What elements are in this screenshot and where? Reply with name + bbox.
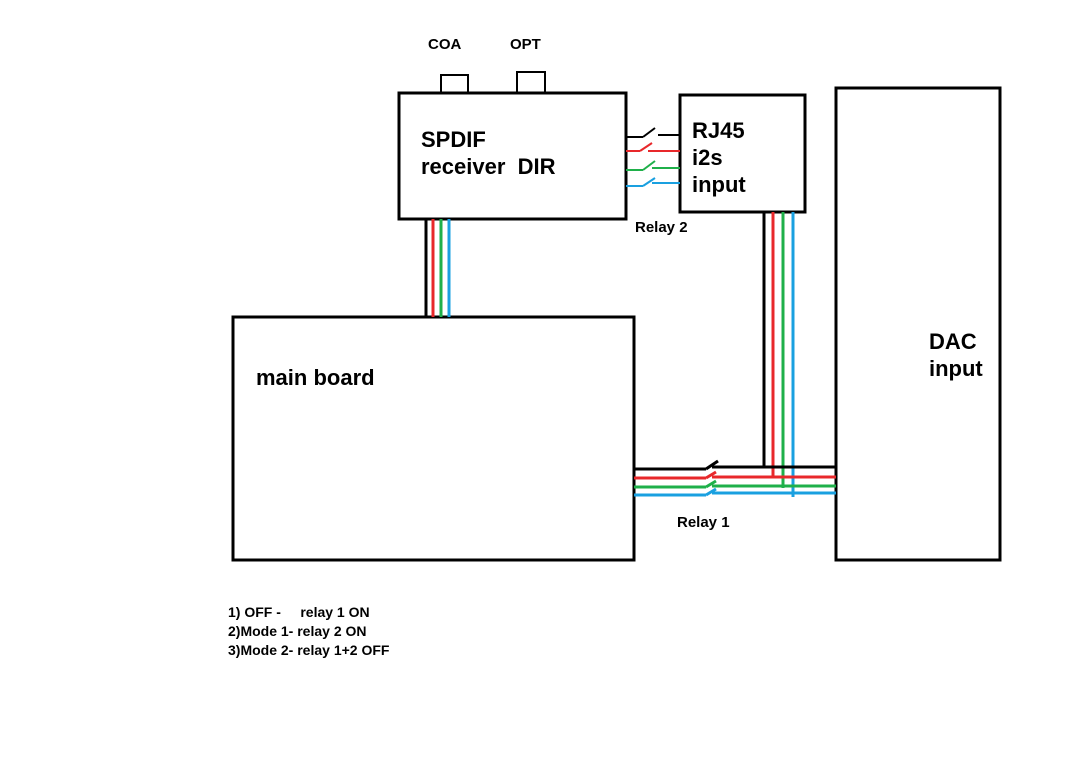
dac-label-line1: DAC bbox=[929, 329, 977, 354]
opt-connector bbox=[516, 71, 546, 93]
main-board-label: main board bbox=[256, 365, 375, 390]
main-to-spdif-wires bbox=[424, 219, 451, 317]
spdif-label-line2: receiver DIR bbox=[421, 154, 556, 179]
mode-item: 2)Mode 1- relay 2 ON bbox=[228, 623, 367, 639]
relay1-wires bbox=[634, 459, 836, 497]
rj45-label-line2: i2s bbox=[692, 145, 723, 170]
mode-item: 1) OFF - relay 1 ON bbox=[228, 604, 370, 620]
dac-label-line2: input bbox=[929, 356, 983, 381]
relay2-switches bbox=[626, 127, 680, 187]
spdif-receiver-block bbox=[397, 91, 628, 221]
spdif-receiver-label: SPDIF receiver DIR bbox=[421, 126, 556, 180]
mode-list: 1) OFF - relay 1 ON 2)Mode 1- relay 2 ON… bbox=[228, 603, 389, 660]
mode-item: 3)Mode 2- relay 1+2 OFF bbox=[228, 642, 390, 658]
rj45-label-line1: RJ45 bbox=[692, 118, 745, 143]
rj45-down-wires bbox=[762, 212, 795, 497]
spdif-label-line1: SPDIF bbox=[421, 127, 486, 152]
relay1-label: Relay 1 bbox=[677, 514, 730, 531]
relay2-label: Relay 2 bbox=[635, 219, 688, 236]
main-board-block bbox=[231, 315, 636, 562]
rj45-i2s-block bbox=[678, 93, 807, 214]
coa-connector bbox=[440, 74, 469, 93]
coa-label: COA bbox=[428, 36, 462, 53]
dac-input-label: DAC input bbox=[929, 328, 983, 382]
rj45-label-line3: input bbox=[692, 172, 746, 197]
rj45-i2s-label: RJ45 i2s input bbox=[692, 117, 746, 198]
dac-input-block bbox=[834, 86, 1002, 562]
opt-label: OPT bbox=[510, 36, 541, 53]
